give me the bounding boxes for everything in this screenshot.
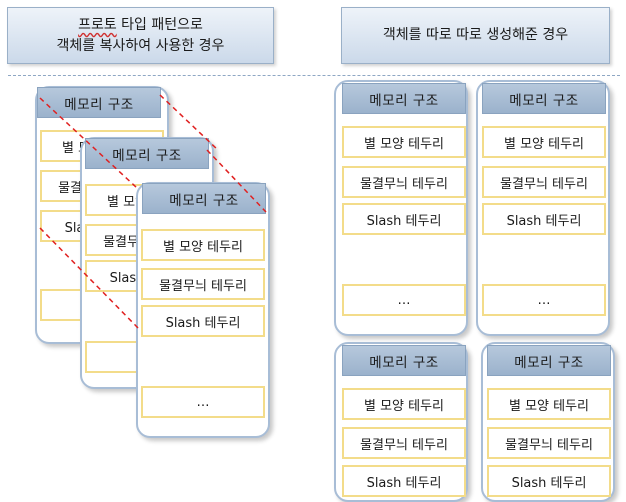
prototype-header-line-1: 프로토 타입 패턴으로 [57, 15, 225, 35]
memory-card-title: 메모리 구조 [342, 345, 466, 376]
prototype-case-header: 프로토 타입 패턴으로 객체를 복사하여 사용한 경우 [7, 7, 274, 64]
row-slash-border: Slash 테두리 [141, 305, 265, 337]
row-wave-border: 물결무늬 테두리 [482, 166, 606, 198]
prototype-header-line-2: 객체를 복사하여 사용한 경우 [56, 37, 225, 54]
memory-card-title: 메모리 구조 [37, 87, 161, 118]
separate-creation-header: 객체를 따로 따로 생성해준 경우 [341, 7, 610, 64]
separate-creation-header-text: 객체를 따로 따로 생성해준 경우 [382, 27, 569, 44]
row-wave-border: 물결무늬 테두리 [487, 427, 611, 459]
row-star-border: 별 모양 테두리 [342, 126, 466, 158]
row-ellipsis: … [482, 284, 606, 316]
memory-card-title: 메모리 구조 [482, 83, 606, 114]
memory-card-title: 메모리 구조 [142, 183, 266, 214]
row-slash-border: Slash 테두리 [342, 203, 466, 235]
row-slash-border: Slash 테두리 [482, 203, 606, 235]
header-divider [8, 75, 620, 76]
prototype-header-rest: 타입 패턴으로 [121, 17, 203, 34]
memory-card-title: 메모리 구조 [85, 138, 209, 169]
row-star-border: 별 모양 테두리 [487, 388, 611, 420]
memory-card-separate-2: 메모리 구조 별 모양 테두리 물결무늬 테두리 Slash 테두리 … [476, 80, 610, 336]
row-ellipsis: … [141, 386, 265, 418]
memory-card-title: 메모리 구조 [342, 83, 466, 114]
row-star-border: 별 모양 테두리 [342, 388, 466, 420]
row-wave-border: 물결무늬 테두리 [342, 427, 466, 459]
row-star-border: 별 모양 테두리 [141, 229, 265, 261]
prototype-word: 프로토 [78, 17, 117, 34]
row-slash-border: Slash 테두리 [342, 465, 466, 497]
row-slash-border: Slash 테두리 [487, 465, 611, 497]
memory-card-separate-4: 메모리 구조 별 모양 테두리 물결무늬 테두리 Slash 테두리 [481, 342, 615, 502]
row-wave-border: 물결무늬 테두리 [141, 268, 265, 300]
memory-card-copy-2: 메모리 구조 별 모양 테두리 물결무늬 테두리 Slash 테두리 … [136, 182, 270, 438]
memory-card-separate-1: 메모리 구조 별 모양 테두리 물결무늬 테두리 Slash 테두리 … [334, 80, 468, 336]
row-ellipsis: … [342, 284, 466, 316]
memory-card-title: 메모리 구조 [487, 345, 611, 376]
row-star-border: 별 모양 테두리 [482, 126, 606, 158]
memory-card-separate-3: 메모리 구조 별 모양 테두리 물결무늬 테두리 Slash 테두리 [334, 342, 468, 502]
row-wave-border: 물결무늬 테두리 [342, 166, 466, 198]
